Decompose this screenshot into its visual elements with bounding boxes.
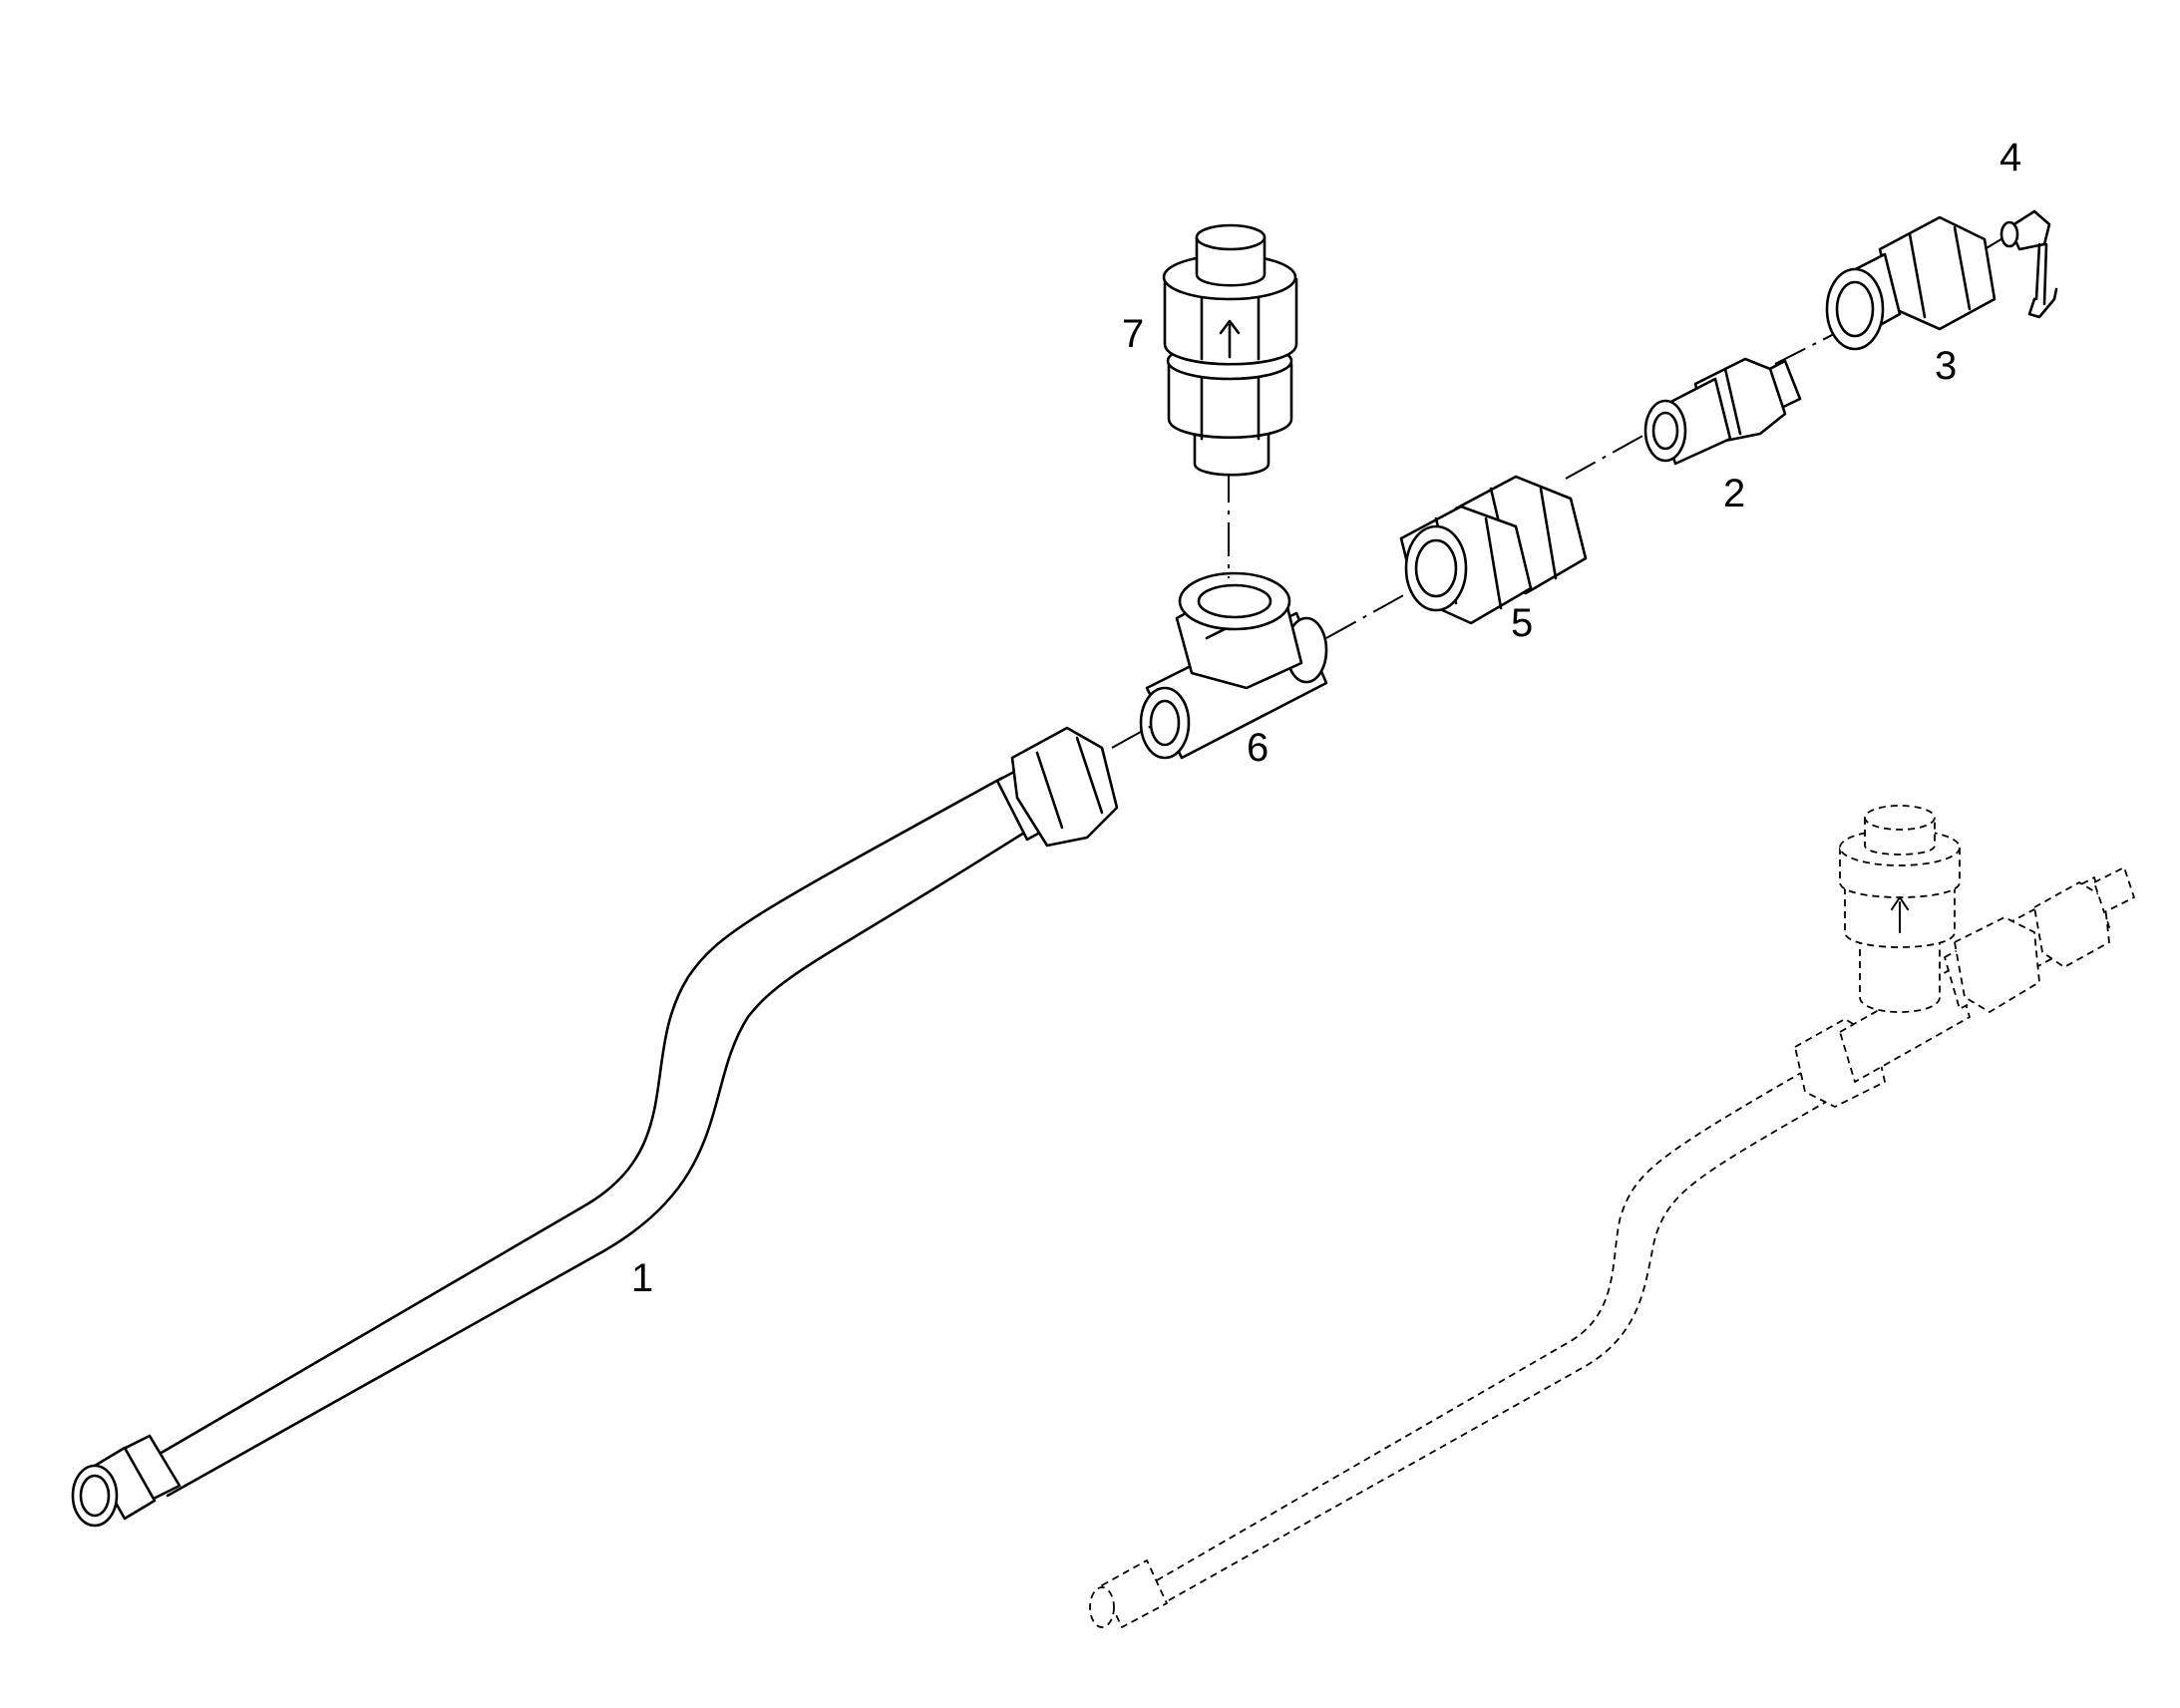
dust-cap-part-4: [1999, 209, 2058, 319]
double-nut-part-5: [1399, 475, 1588, 625]
flow-arrow-icon: [1219, 319, 1241, 359]
callout-6: 6: [1247, 726, 1270, 770]
hose-end-nut-top: [995, 726, 1119, 848]
callout-3: 3: [1935, 344, 1958, 388]
adapter-part-2: [1643, 357, 1802, 466]
assembly-centerlines: [1111, 236, 2005, 749]
check-valve-part-7: [1162, 223, 1298, 477]
hose-part-1: [71, 726, 1119, 1528]
callout-4: 4: [1999, 136, 2022, 179]
callout-1: 1: [631, 1256, 654, 1300]
callout-2: 2: [1723, 472, 1746, 515]
callout-5: 5: [1511, 601, 1534, 645]
assembled-flow-arrow-icon: [1891, 896, 1909, 933]
callout-7: 7: [1122, 312, 1145, 356]
hose-end-fitting-bottom: [71, 1434, 182, 1528]
assembled-view: [1089, 805, 2135, 1628]
tee-fitting-part-6: [1139, 571, 1328, 760]
nut-part-3: [1825, 215, 1997, 351]
